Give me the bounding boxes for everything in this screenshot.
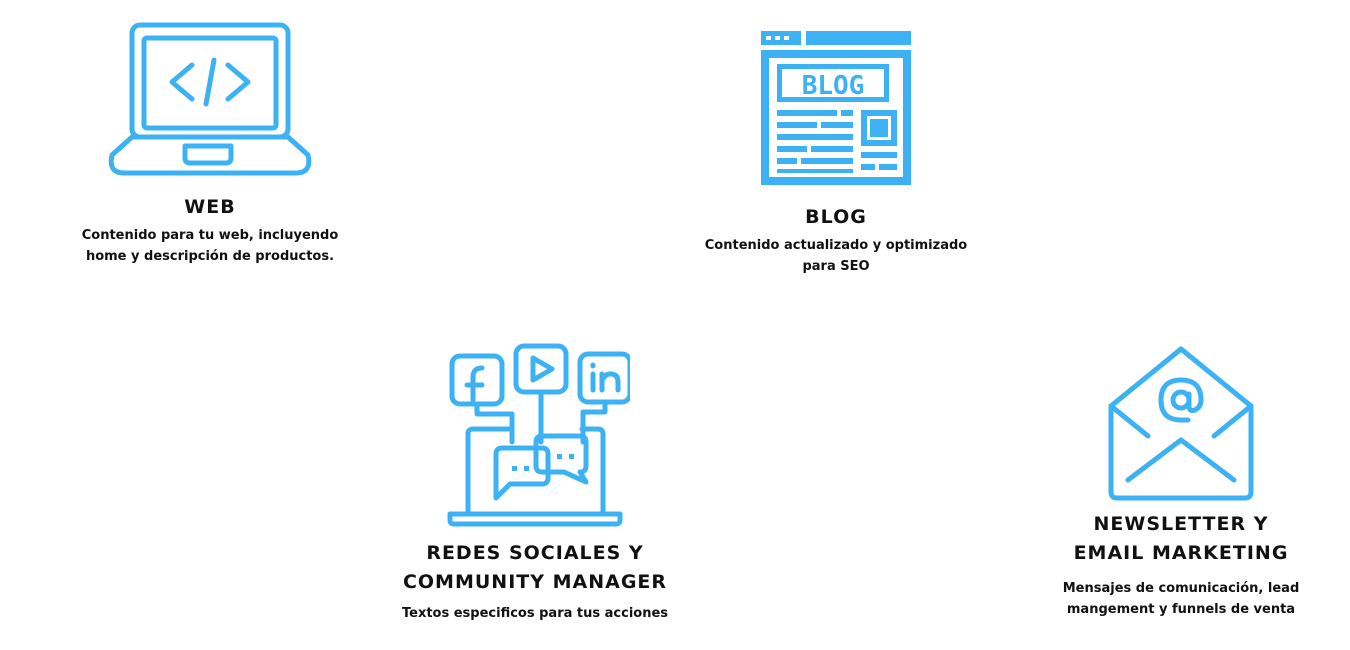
email-envelope-icon [1108, 346, 1254, 501]
web-title: WEB [184, 196, 236, 218]
service-blog: BLOG BLOG Contenido actualizado y optimi… [686, 28, 986, 277]
blog-page-icon: BLOG [761, 31, 911, 185]
service-redes-sociales: REDES SOCIALES Y COMMUNITY MANAGER Texto… [385, 342, 685, 624]
newsletter-title: NEWSLETTER Y EMAIL MARKETING [1073, 513, 1289, 564]
redes-title: REDES SOCIALES Y COMMUNITY MANAGER [402, 542, 668, 593]
service-web: WEB Contenido para tu web, incluyendo ho… [60, 20, 360, 267]
social-media-laptop-icon [447, 343, 630, 527]
newsletter-description: Mensajes de comunicación, lead mangement… [1062, 581, 1300, 617]
blog-title: BLOG [805, 206, 867, 228]
service-newsletter: NEWSLETTER Y EMAIL MARKETING Mensajes de… [1031, 344, 1331, 620]
redes-description: Textos especificos para tus acciones [401, 606, 669, 621]
laptop-code-icon [108, 22, 312, 176]
blog-description: Contenido actualizado y optimizado para … [704, 238, 968, 274]
web-description: Contenido para tu web, incluyendo home y… [81, 228, 339, 264]
blog-icon-text: BLOG [802, 71, 865, 101]
